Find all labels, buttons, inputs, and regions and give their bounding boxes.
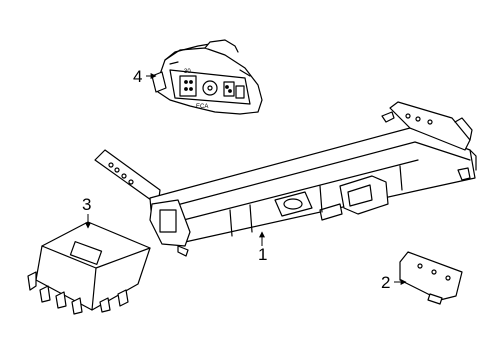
callout-label: 3 [82,195,91,214]
callout-4: 4 [133,67,157,86]
connector-part [151,39,263,115]
callout-1: 1 [258,231,267,264]
callout-3: 3 [82,195,91,229]
mounting-bracket-part [399,251,463,305]
connector-code-top: 30 [184,69,191,75]
callout-label: 1 [258,245,267,264]
callout-label: 2 [381,273,390,292]
callout-label: 4 [133,67,142,86]
connector-code-bottom: ECA [196,104,208,110]
control-module-part [27,221,151,315]
callout-2: 2 [381,273,407,292]
hitch-receiver-part [94,101,477,257]
